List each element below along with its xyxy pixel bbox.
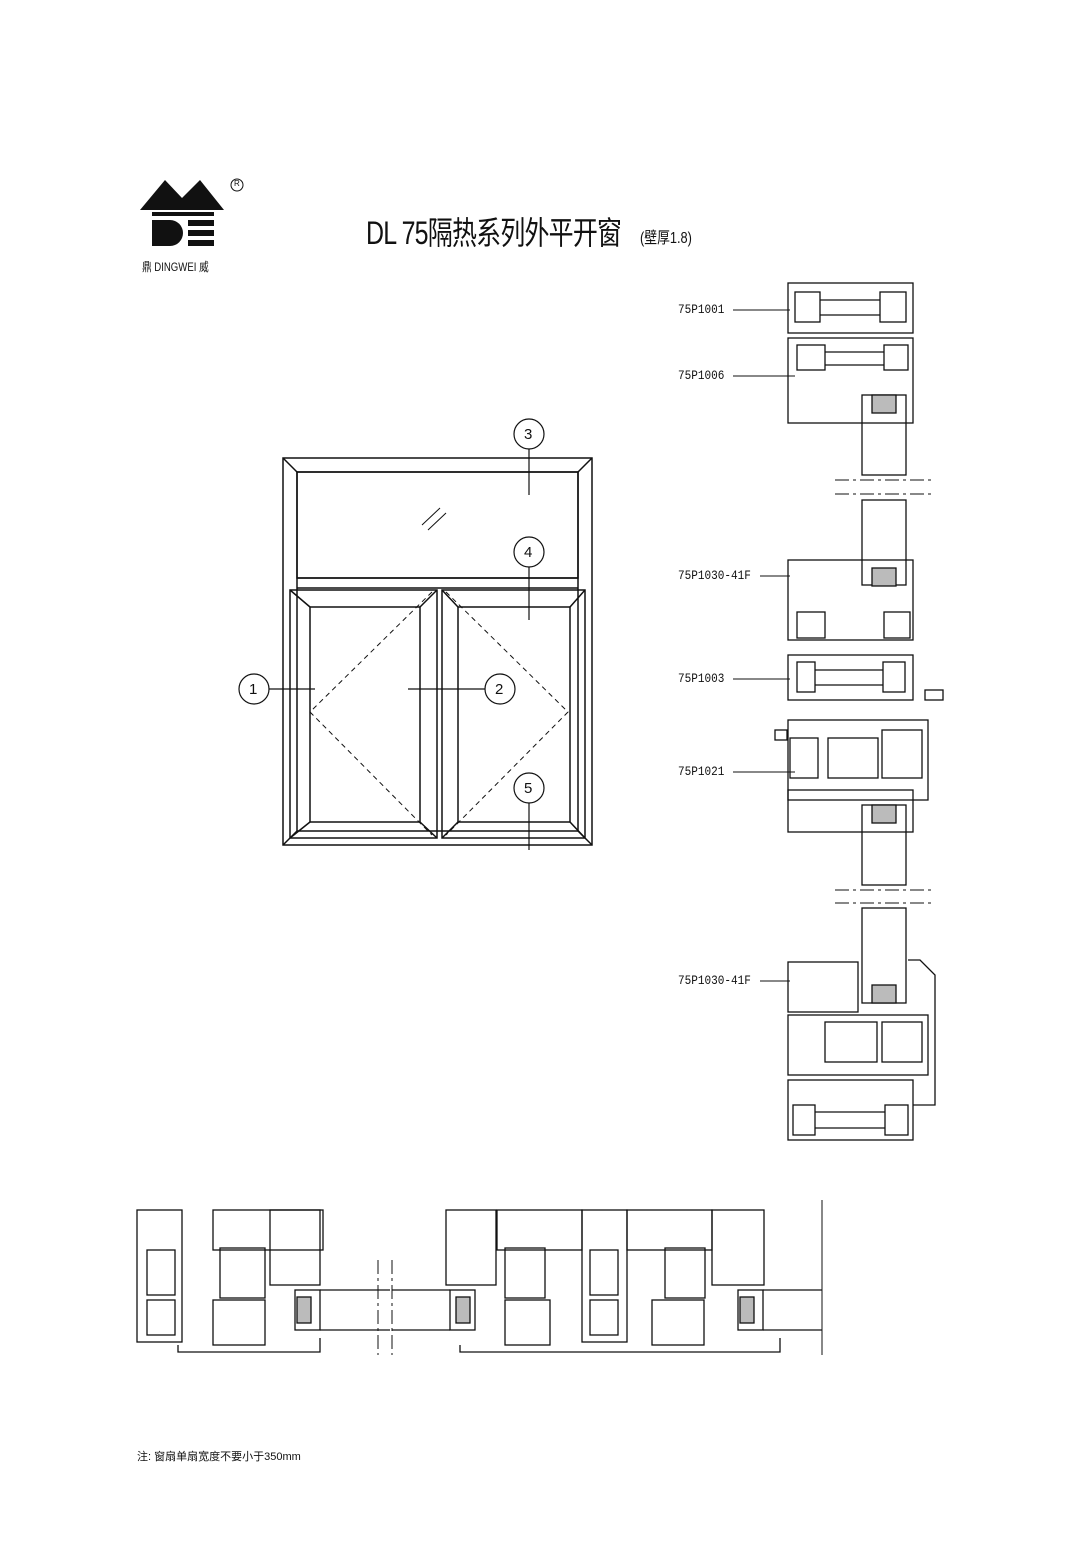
page-title: DL 75隔热系列外平开窗 <box>366 215 622 251</box>
callout-5: 5 <box>524 780 533 797</box>
footnote: 注: 窗扇单扇宽度不要小于350mm <box>137 1451 301 1463</box>
window-elevation <box>282 457 593 846</box>
callout-3: 3 <box>524 426 533 443</box>
wall-thickness-note: (壁厚1.8) <box>640 230 692 247</box>
profile-label: 75P1030-41F <box>678 568 751 583</box>
callout-4: 4 <box>524 544 533 561</box>
callout-markers <box>238 418 545 850</box>
registered-mark: R <box>234 179 240 188</box>
profile-label: 75P1006 <box>678 368 725 383</box>
profile-label: 75P1030-41F <box>678 973 751 988</box>
callout-2: 2 <box>495 681 504 698</box>
callout-1: 1 <box>249 681 258 698</box>
logo <box>140 178 244 246</box>
vertical-section <box>774 282 944 1141</box>
brand-name: 鼎 DINGWEI 威 <box>142 260 209 274</box>
profile-leaders <box>733 309 795 982</box>
profile-label: 75P1021 <box>678 764 725 779</box>
profile-label: 75P1003 <box>678 671 725 686</box>
profile-label: 75P1001 <box>678 302 725 317</box>
horizontal-section <box>136 1200 823 1355</box>
